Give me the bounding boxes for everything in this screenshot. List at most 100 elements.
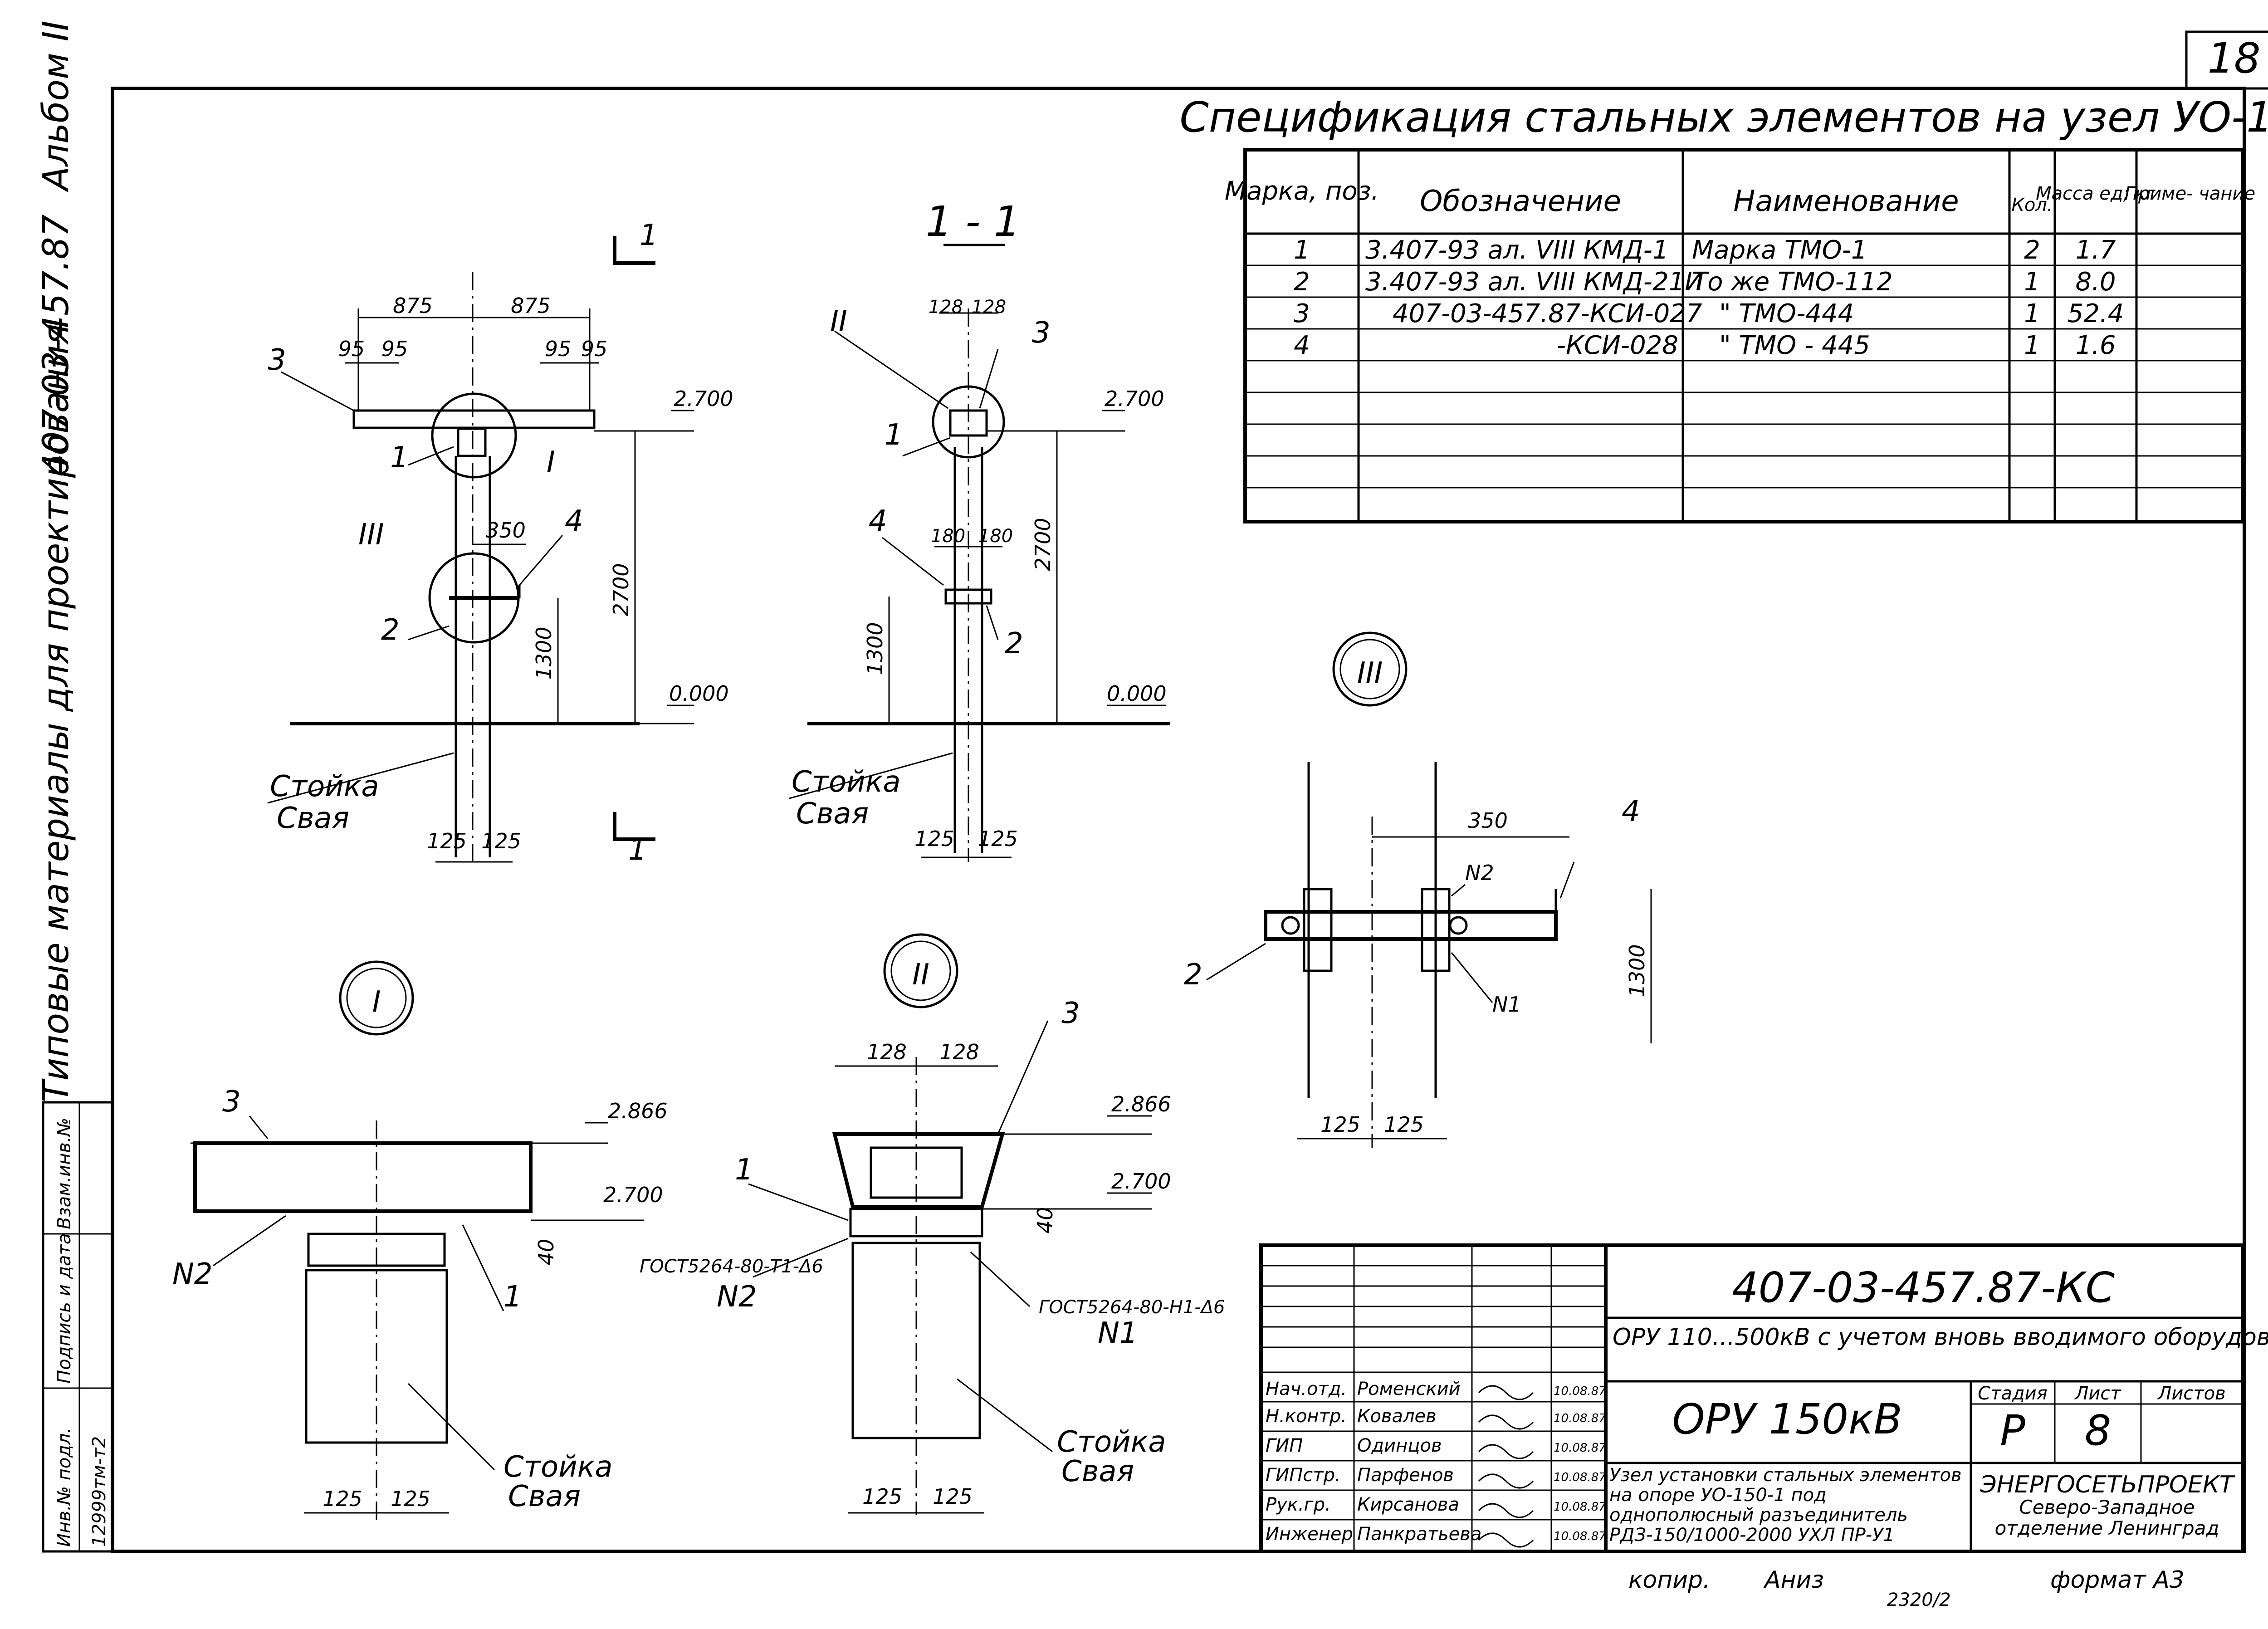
main-level-2700: 2.700 [674,386,733,411]
spec-row2-designation: 3.407-93 ал. VIII КМД-21И [1365,267,1704,297]
main-dim-95-c: 95 [545,337,572,361]
node3-view: III 350 1300 125 125 4 2 N2 N1 [1184,631,1652,1148]
tb-name-1: Роменский [1357,1379,1461,1399]
tb-subtitle: ОРУ 150кВ [1672,1395,1902,1443]
section-dim-128-right: 128 [972,297,1006,318]
node1-label-post: Стойка [503,1450,613,1484]
section-base-125-left: 125 [914,827,954,851]
spec-row1-mass: 1.7 [2075,235,2116,265]
tb-date-1: 10.08.87 [1554,1384,1606,1398]
spec-row1-designation: 3.407-93 ал. VIII КМД-1 [1365,235,1669,265]
node2-callout-3: 3 [1061,997,1080,1030]
node1-level-2700: 2.700 [603,1183,663,1207]
tb-date-5: 10.08.87 [1554,1500,1606,1514]
section-dim-1300: 1300 [863,622,887,675]
tb-role-2: Н.контр. [1266,1406,1347,1427]
node3-dim-1300: 1300 [1625,944,1649,997]
main-dim-2700: 2700 [609,563,633,616]
spec-row4-mark: 4 [1294,331,1310,360]
node2-weld-left-n: N2 [717,1280,757,1314]
tb-sheets-head: Листов [2157,1383,2225,1404]
footer-copier: Аниз [1763,1566,1824,1594]
node2-level-2866: 2.866 [1111,1092,1171,1116]
main-base-125-left: 125 [427,829,467,853]
tb-code: 407-03-457.87-КС [1732,1263,2115,1312]
spec-row2-qty: 1 [2024,267,2040,297]
stamp-replace-inv: Взам.инв.№ [54,1118,75,1229]
section-label-pile: Свая [796,797,869,831]
node1-label-pile: Свая [508,1480,581,1513]
tb-date-3: 10.08.87 [1554,1441,1606,1455]
node1-weld-N2: N2 [172,1257,213,1291]
node3-title: III [1357,656,1383,690]
node2-dim-40: 40 [1033,1207,1057,1234]
stamp-sign-date: Подпись и дата [54,1233,75,1384]
spec-row4-name: " ТМО - 445 [1719,331,1870,360]
spec-row4-designation: -КСИ-028 [1557,331,1678,360]
tb-name-4: Парфенов [1357,1465,1454,1486]
spec-row2-mass: 8.0 [2075,267,2116,297]
section-level-2700: 2.700 [1105,386,1164,411]
main-dim-350: 350 [486,518,526,543]
node3-callout-2: 2 [1184,958,1202,992]
node3-base-125-left: 125 [1320,1112,1360,1137]
tb-project: ОРУ 110...500кВ с учетом вновь вводимого… [1613,1324,2268,1351]
node1-title: I [372,985,381,1019]
tb-role-5: Рук.гр. [1266,1494,1331,1515]
stamp-inv-orig: Инв.№ подл. [54,1428,75,1547]
main-label-post: Стойка [270,770,379,803]
spec-head-mark: Марка, поз. [1225,176,1379,206]
node2-label-post: Стойка [1057,1425,1166,1459]
sheet-number: 18 [2207,34,2260,83]
footer-num: 2320/2 [1887,1590,1951,1610]
tb-role-4: ГИПстр. [1266,1465,1341,1486]
section-view: 1 - 1 128 128 180 180 2.700 0.000 2700 1… [789,197,1170,862]
tb-name-3: Одинцов [1357,1435,1442,1456]
main-section-mark-bottom: 1 [628,833,647,867]
tb-description: Узел установки стальных элементов на опо… [1609,1465,1962,1546]
node1-dim-40: 40 [534,1239,558,1266]
node1-level-2866: 2.866 [608,1099,668,1123]
section-title: 1 - 1 [926,197,1021,246]
tb-date-2: 10.08.87 [1554,1412,1606,1425]
main-section-mark-top: 1 [640,219,658,252]
node2-callout-1: 1 [735,1153,753,1187]
tb-role-6: Инженер [1266,1524,1353,1545]
section-dim-128-left: 128 [929,297,963,318]
main-callout-2: 2 [381,613,400,647]
side-caption: Типовые материалы для проектирования [36,324,77,1102]
spec-row3-name: " ТМО-444 [1719,299,1854,328]
spec-row4-qty: 1 [2024,331,2040,360]
node3-weld-N2: N2 [1465,861,1494,885]
node1-base-125-left: 125 [323,1487,362,1511]
section-callout-4: 4 [869,504,887,538]
tb-date-6: 10.08.87 [1554,1530,1606,1543]
series-side-label: 407-03-457.87 [36,215,77,476]
tb-date-4: 10.08.87 [1554,1471,1606,1484]
spec-row4-mass: 1.6 [2075,331,2116,360]
footer-copy: копир. [1628,1566,1711,1594]
section-dim-180-left: 180 [931,526,965,547]
left-stamp: Взам.инв.№ Подпись и дата Инв.№ подл. 12… [42,1101,114,1553]
tb-role-1: Нач.отд. [1266,1379,1347,1399]
node2-label-pile: Свая [1061,1455,1134,1488]
main-dim-875-right: 875 [511,294,551,318]
section-level-0000: 0.000 [1107,681,1167,706]
tb-org: ЭНЕРГОСЕТЬПРОЕКТ [1980,1471,2235,1498]
spec-head-qty: Кол. [2011,195,2053,215]
tb-name-2: Ковалев [1357,1406,1437,1427]
node1-callout-3: 3 [222,1085,241,1119]
main-node-I: I [547,445,555,479]
main-callout-3: 3 [268,343,286,377]
spec-row3-designation: 407-03-457.87-КСИ-027 [1393,299,1702,328]
main-node-III: III [358,518,384,552]
node1-base-125-right: 125 [391,1487,430,1511]
spec-row2-name: То же ТМО-112 [1692,267,1893,297]
spec-row3-mass: 52.4 [2068,299,2124,328]
section-dim-2700: 2700 [1031,518,1055,571]
tb-name-6: Панкратьева [1357,1524,1481,1545]
main-level-0000: 0.000 [669,681,729,706]
node2-base-125-left: 125 [862,1484,902,1509]
node2-title: II [912,958,929,992]
